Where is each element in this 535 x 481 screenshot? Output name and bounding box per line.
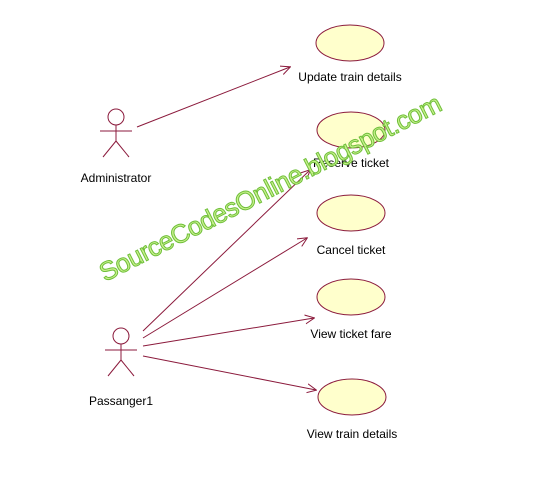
use-case-ellipse [315, 24, 385, 62]
use-case-reserve-ticket[interactable]: Reserve ticket [313, 111, 390, 170]
use-case-cancel-ticket[interactable]: Cancel ticket [316, 194, 386, 257]
use-case-label: Cancel ticket [317, 243, 386, 257]
use-case-update-train-details[interactable]: Update train details [298, 24, 402, 84]
watermark-text: SourceCodesOnline.blogspot.com [94, 88, 446, 287]
use-case-ellipse [316, 278, 386, 316]
associations [136, 67, 316, 390]
actor-label: Passanger1 [89, 394, 153, 408]
actor-administrator[interactable]: Administrator [81, 108, 152, 185]
actor-passanger1[interactable]: Passanger1 [89, 327, 153, 408]
use-case-label: Reserve ticket [313, 156, 390, 170]
use-case-ellipse [316, 111, 386, 149]
actor-head [107, 108, 125, 126]
actor-left-leg [107, 359, 122, 377]
actor-left-leg [102, 140, 117, 158]
actor-head [112, 327, 130, 345]
use-case-view-train-details[interactable]: View train details [307, 378, 398, 441]
actor-label: Administrator [81, 171, 152, 185]
association-administrator-to-update-train-details [136, 67, 290, 128]
use-case-label: View ticket fare [310, 327, 391, 341]
use-case-ellipse [317, 378, 387, 416]
use-case-ellipse [316, 194, 386, 232]
actor-right-leg [120, 359, 135, 377]
association-passanger1-to-view-ticket-fare [142, 318, 314, 347]
actor-right-leg [115, 140, 130, 158]
association-passanger1-to-reserve-ticket [142, 170, 310, 332]
use-case-view-ticket-fare[interactable]: View ticket fare [310, 278, 392, 341]
use-case-label: Update train details [298, 70, 401, 84]
actor-figure-icon [105, 327, 137, 377]
actor-figure-icon [100, 108, 132, 158]
association-passanger1-to-cancel-ticket [142, 238, 307, 339]
association-passanger1-to-view-train-details [142, 355, 316, 390]
use-case-label: View train details [307, 427, 398, 441]
